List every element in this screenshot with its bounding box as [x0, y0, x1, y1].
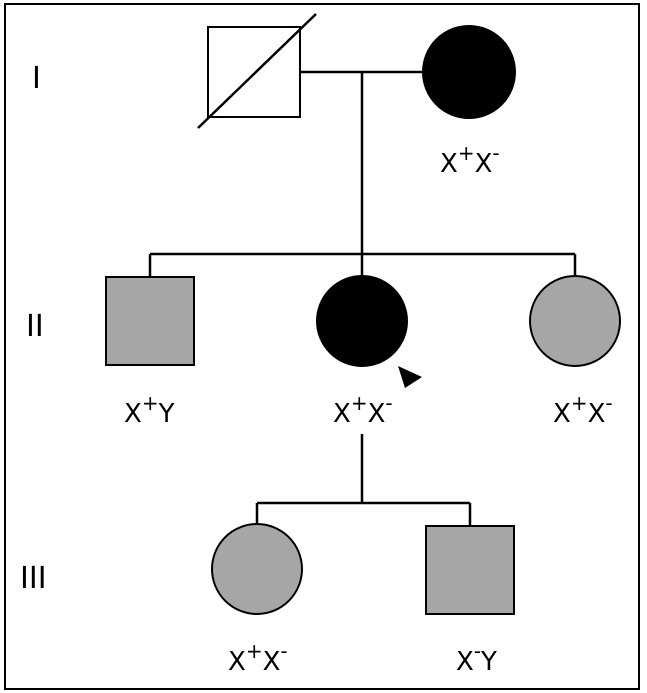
deceased-slash [197, 13, 317, 129]
individual-ii2 [316, 275, 408, 367]
genotype-ii2: X+X- [333, 391, 393, 429]
generation-label-iii: III [20, 561, 47, 596]
individual-ii1 [105, 276, 195, 366]
genotype-ii3: X+X- [553, 391, 613, 429]
individual-ii3 [529, 275, 621, 367]
individual-iii2 [425, 525, 515, 615]
generation-label-i: I [32, 61, 41, 96]
individual-i2 [422, 25, 516, 119]
individual-i1 [197, 13, 317, 129]
genotype-iii1: X+X- [228, 639, 288, 677]
individual-iii1 [211, 523, 303, 615]
genotype-iii2: X-Y [456, 639, 497, 677]
genotype-i2: X+X- [440, 141, 500, 179]
proband-arrow-icon [398, 366, 422, 388]
generation-label-ii: II [26, 309, 44, 344]
genotype-ii1: X+Y [124, 391, 175, 429]
